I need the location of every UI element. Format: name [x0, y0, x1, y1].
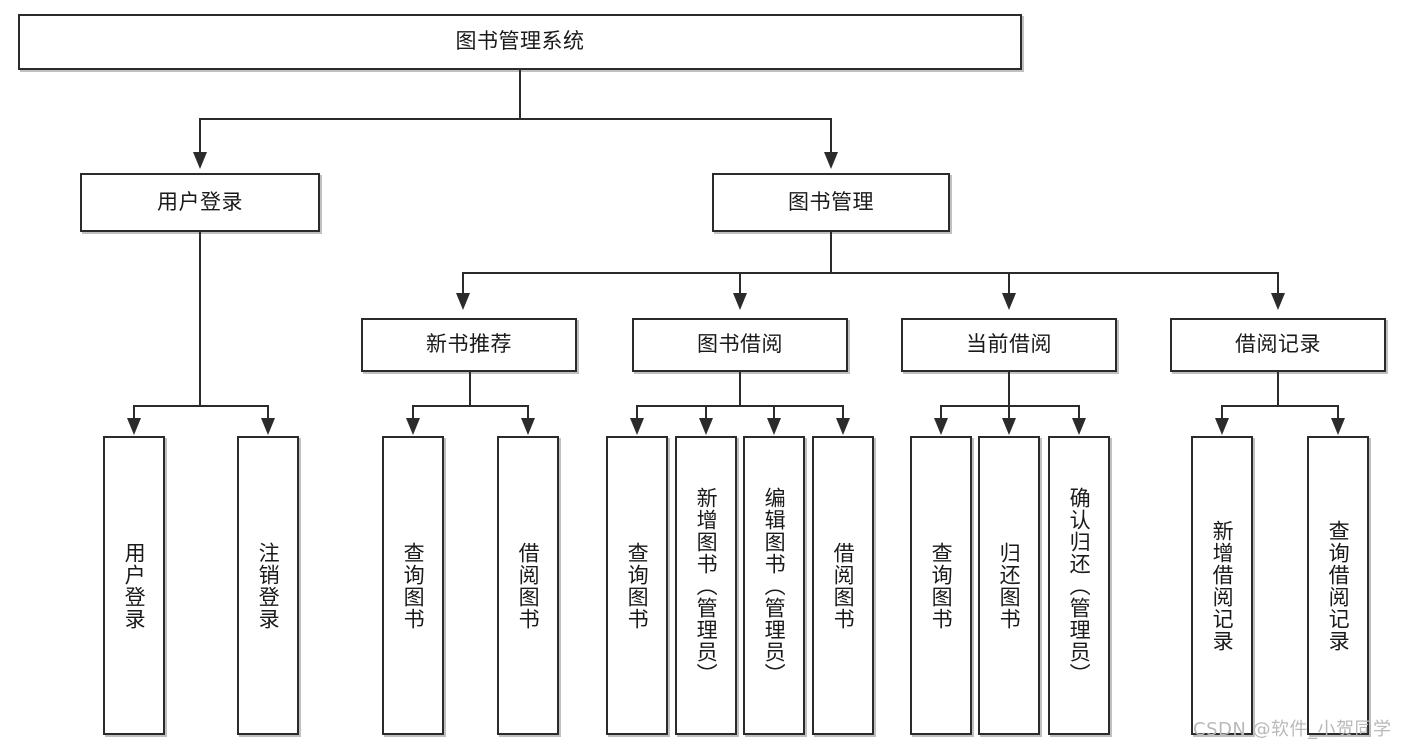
- edge-drop-leaf-add-book: [705, 405, 707, 419]
- node-user-login[interactable]: 用户登录: [80, 173, 320, 232]
- node-book-manage[interactable]: 图书管理: [712, 173, 950, 232]
- arrowhead-leaf-confirm-return: [1072, 418, 1086, 435]
- arrowhead-book-borrow: [733, 293, 747, 310]
- edge-drop-leaf-logout-login: [267, 405, 269, 419]
- node-label: 用户登录: [122, 541, 147, 630]
- arrowhead-leaf-user-login: [127, 418, 141, 435]
- node-label: 新增图书（管理员）: [694, 486, 719, 685]
- edge-drop-leaf-borrow-book-2: [842, 405, 844, 419]
- arrowhead-leaf-borrow-book-1: [521, 418, 535, 435]
- node-label: 新书推荐: [426, 332, 512, 357]
- csdn-watermark: CSDN @软件_小贺同学: [1193, 719, 1392, 740]
- node-leaf-logout-login[interactable]: 注销登录: [237, 436, 299, 735]
- arrowhead-leaf-return-book: [1002, 418, 1016, 435]
- arrowhead-leaf-borrow-book-2: [836, 418, 850, 435]
- node-label: 图书管理: [788, 189, 874, 214]
- edge-new-book-recommend-stem: [469, 372, 471, 405]
- node-leaf-borrow-book-1[interactable]: 借阅图书: [497, 436, 559, 735]
- node-label: 当前借阅: [966, 332, 1052, 357]
- node-label: 图书借阅: [697, 332, 783, 357]
- node-label: 查询图书: [625, 541, 650, 630]
- arrowhead-leaf-query-book-3: [934, 418, 948, 435]
- edge-drop-current-borrow: [1008, 272, 1010, 294]
- edge-borrow-record-stem: [1277, 372, 1279, 405]
- edge-drop-leaf-query-book-3: [940, 405, 942, 419]
- edge-drop-leaf-query-book-1: [412, 405, 414, 419]
- node-leaf-query-book-2[interactable]: 查询图书: [606, 436, 668, 735]
- arrowhead-new-book-recommend: [456, 293, 470, 310]
- node-label: 编辑图书（管理员）: [762, 486, 787, 685]
- node-book-borrow[interactable]: 图书借阅: [632, 318, 848, 372]
- edge-user-login-stem: [199, 232, 201, 405]
- node-leaf-add-book[interactable]: 新增图书（管理员）: [675, 436, 737, 735]
- node-label: 借阅图书: [516, 541, 541, 630]
- edge-drop-leaf-query-book-2: [636, 405, 638, 419]
- node-borrow-record[interactable]: 借阅记录: [1170, 318, 1386, 372]
- edge-drop-leaf-add-record: [1221, 405, 1223, 419]
- arrowhead-leaf-add-book: [699, 418, 713, 435]
- node-label: 查询图书: [929, 541, 954, 630]
- node-root-system[interactable]: 图书管理系统: [18, 14, 1022, 70]
- edge-drop-book-borrow: [739, 272, 741, 294]
- edge-level2-bus: [199, 118, 831, 120]
- edge-book-borrow-stem: [739, 372, 741, 405]
- edge-drop-leaf-query-record: [1337, 405, 1339, 419]
- node-new-book-recommend[interactable]: 新书推荐: [361, 318, 577, 372]
- node-label: 图书管理系统: [455, 29, 585, 54]
- edge-book-borrow-bus: [636, 405, 842, 407]
- edge-drop-leaf-user-login: [133, 405, 135, 419]
- edge-new-book-recommend-bus: [412, 405, 527, 407]
- edge-drop-leaf-edit-book: [773, 405, 775, 419]
- edge-drop-leaf-borrow-book-1: [527, 405, 529, 419]
- node-leaf-return-book[interactable]: 归还图书: [978, 436, 1040, 735]
- edge-borrow-record-bus: [1221, 405, 1337, 407]
- arrowhead-current-borrow: [1002, 293, 1016, 310]
- node-label: 归还图书: [997, 541, 1022, 630]
- node-leaf-query-book-1[interactable]: 查询图书: [382, 436, 444, 735]
- node-leaf-user-login[interactable]: 用户登录: [103, 436, 165, 735]
- edge-drop-new-book-recommend: [462, 272, 464, 294]
- arrowhead-leaf-logout-login: [261, 418, 275, 435]
- node-label: 借阅记录: [1235, 332, 1321, 357]
- node-leaf-query-record[interactable]: 查询借阅记录: [1307, 436, 1369, 735]
- node-label: 借阅图书: [831, 541, 856, 630]
- arrowhead-leaf-query-record: [1331, 418, 1345, 435]
- node-label: 查询图书: [401, 541, 426, 630]
- node-label: 查询借阅记录: [1326, 519, 1351, 652]
- edge-current-borrow-stem: [1008, 372, 1010, 405]
- edge-drop-leaf-confirm-return: [1078, 405, 1080, 419]
- node-current-borrow[interactable]: 当前借阅: [901, 318, 1117, 372]
- edge-drop-book-manage: [830, 118, 832, 153]
- node-leaf-add-record[interactable]: 新增借阅记录: [1191, 436, 1253, 735]
- node-leaf-edit-book[interactable]: 编辑图书（管理员）: [743, 436, 805, 735]
- edge-drop-leaf-return-book: [1008, 405, 1010, 419]
- edge-root-stem: [519, 70, 521, 118]
- node-label: 新增借阅记录: [1210, 519, 1235, 652]
- edge-book-manage-stem: [830, 232, 832, 272]
- arrowhead-user-login: [193, 152, 207, 169]
- node-leaf-borrow-book-2[interactable]: 借阅图书: [812, 436, 874, 735]
- edge-drop-user-login: [199, 118, 201, 153]
- edge-user-login-bus: [133, 405, 267, 407]
- arrowhead-leaf-query-book-2: [630, 418, 644, 435]
- arrowhead-borrow-record: [1271, 293, 1285, 310]
- node-label: 注销登录: [256, 541, 281, 630]
- edge-level3-bus: [462, 272, 1279, 274]
- node-leaf-query-book-3[interactable]: 查询图书: [910, 436, 972, 735]
- arrowhead-leaf-add-record: [1215, 418, 1229, 435]
- arrowhead-leaf-query-book-1: [406, 418, 420, 435]
- node-label: 用户登录: [157, 189, 243, 214]
- node-label: 确认归还（管理员）: [1067, 486, 1092, 685]
- node-leaf-confirm-return[interactable]: 确认归还（管理员）: [1048, 436, 1110, 735]
- arrowhead-leaf-edit-book: [767, 418, 781, 435]
- arrowhead-book-manage: [824, 152, 838, 169]
- edge-drop-borrow-record: [1277, 272, 1279, 294]
